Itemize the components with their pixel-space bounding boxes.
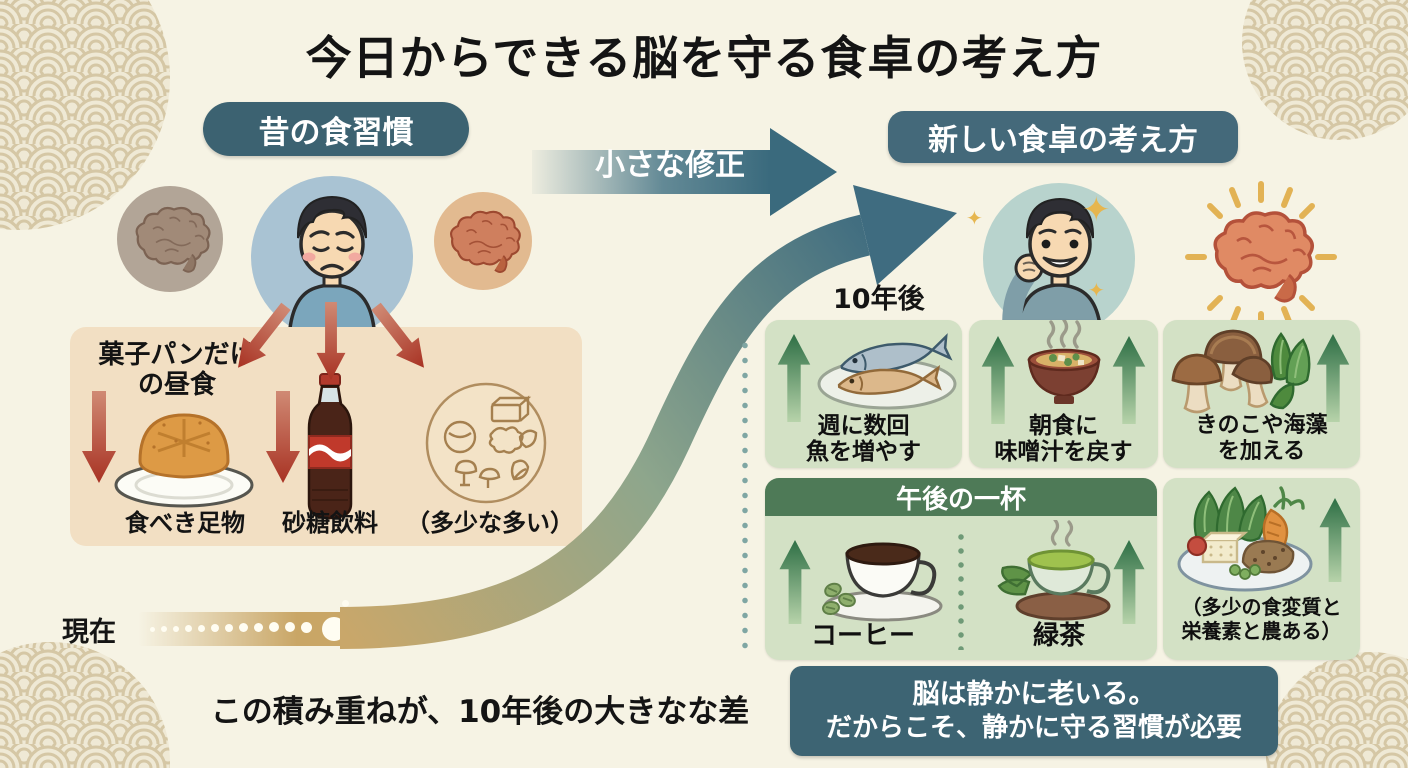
- now-label: 現在: [62, 617, 116, 648]
- outline-meal-plate-icon: [425, 382, 547, 504]
- red-fan-arrow-icon: [237, 302, 291, 368]
- green-up-arrow-icon: [1319, 498, 1351, 582]
- green-tea-cup-icon: [997, 520, 1111, 621]
- old-habits-badge: 昔の食習慣: [203, 102, 469, 156]
- veggie-plate-icon: [1177, 486, 1313, 592]
- small-fix-arrow-icon: [532, 128, 837, 216]
- old-habits-badge-label: 昔の食習慣: [258, 114, 414, 151]
- green-up-arrow-icon: [1113, 540, 1145, 624]
- veggie-panel-text-2: 栄養素と農ある）: [1181, 619, 1342, 643]
- afternoon-cup-header: 午後の一杯: [765, 478, 1157, 516]
- green-up-arrow-icon: [981, 336, 1015, 424]
- veggie-panel-text-1: （多少の食変質と: [1181, 595, 1342, 619]
- soda-label: 砂糖飲料: [282, 509, 378, 537]
- bakery-lunch-label: 菓子パンだけ の昼食: [98, 340, 256, 400]
- happy-person-illustration: [1002, 197, 1103, 336]
- bread-plate-icon: [114, 413, 254, 508]
- page-title: 今日からできる脳を守る食卓の考え方: [305, 31, 1103, 85]
- new-habits-badge: 新しい食卓の考え方: [888, 111, 1238, 163]
- small-fix-arrow-label: 小さな修正: [595, 148, 745, 183]
- sparkle-icon: ✦: [1082, 190, 1111, 230]
- green-up-arrow-icon: [779, 540, 811, 624]
- ten-years-later-label: 10年後: [833, 284, 925, 315]
- green-tea-label: 緑茶: [1032, 621, 1085, 651]
- afternoon-cup-panel: 午後の一杯 コーヒー: [765, 478, 1157, 660]
- dull-brain-icon: [135, 206, 211, 273]
- bottom-caption: この積み重ねが、10年後の大きなな差: [210, 694, 750, 730]
- bread-label: 食べき足物: [125, 509, 245, 537]
- miso-soup-icon: [1027, 320, 1101, 404]
- red-down-arrow-icon: [266, 391, 300, 483]
- section-divider-dots: [742, 338, 748, 656]
- red-fan-arrow-icon: [316, 302, 346, 380]
- green-up-arrow-icon: [1316, 334, 1350, 422]
- plate-label: （多少な多い）: [406, 509, 574, 537]
- coffee-label: コーヒー: [810, 621, 915, 651]
- coffee-cup-icon: [822, 542, 943, 622]
- brain-aging-note: 脳は静かに老いる。 だからこそ、静かに守る習慣が必要: [790, 666, 1278, 756]
- cola-bottle-icon: [307, 373, 353, 520]
- sparkle-icon: ✦: [1088, 278, 1105, 302]
- mushroom-panel: きのこや海藻 を加える: [1163, 320, 1360, 468]
- fish-panel-text-1: 週に数回: [817, 413, 910, 439]
- healthy-brain-icon: [1185, 181, 1337, 333]
- new-habits-badge-label: 新しい食卓の考え方: [928, 123, 1198, 158]
- fish-panel-text-2: 魚を増やす: [806, 439, 921, 465]
- growth-curve-arrow-icon: [339, 185, 957, 649]
- miso-panel-text-1: 朝食に: [1029, 413, 1098, 439]
- brain-aging-note-line-1: 脳は静かに老いる。: [912, 678, 1156, 710]
- fish-panel: 週に数回 魚を増やす: [765, 320, 962, 468]
- mushroom-greens-icon: [1171, 329, 1311, 414]
- green-up-arrow-icon: [777, 334, 811, 422]
- sad-person-illustration: [287, 195, 377, 340]
- fish-plate-icon: [817, 333, 957, 410]
- sparkle-icon: ✦: [966, 206, 983, 230]
- mushroom-panel-text-1: きのこや海藻: [1195, 413, 1328, 438]
- aged-brain-icon: [450, 210, 521, 273]
- red-fan-arrow-icon: [371, 302, 425, 368]
- mushroom-panel-text-2: を加える: [1217, 439, 1306, 464]
- miso-panel: 朝食に 味噌汁を戻す: [969, 320, 1158, 468]
- green-up-arrow-icon: [1112, 336, 1146, 424]
- brain-aging-note-line-2: だからこそ、静かに守る習慣が必要: [825, 712, 1242, 743]
- red-down-arrow-icon: [82, 391, 116, 483]
- miso-panel-text-2: 味噌汁を戻す: [994, 439, 1133, 465]
- veggie-panel: （多少の食変質と 栄養素と農ある）: [1163, 478, 1360, 660]
- afternoon-divider-dots: [958, 530, 964, 650]
